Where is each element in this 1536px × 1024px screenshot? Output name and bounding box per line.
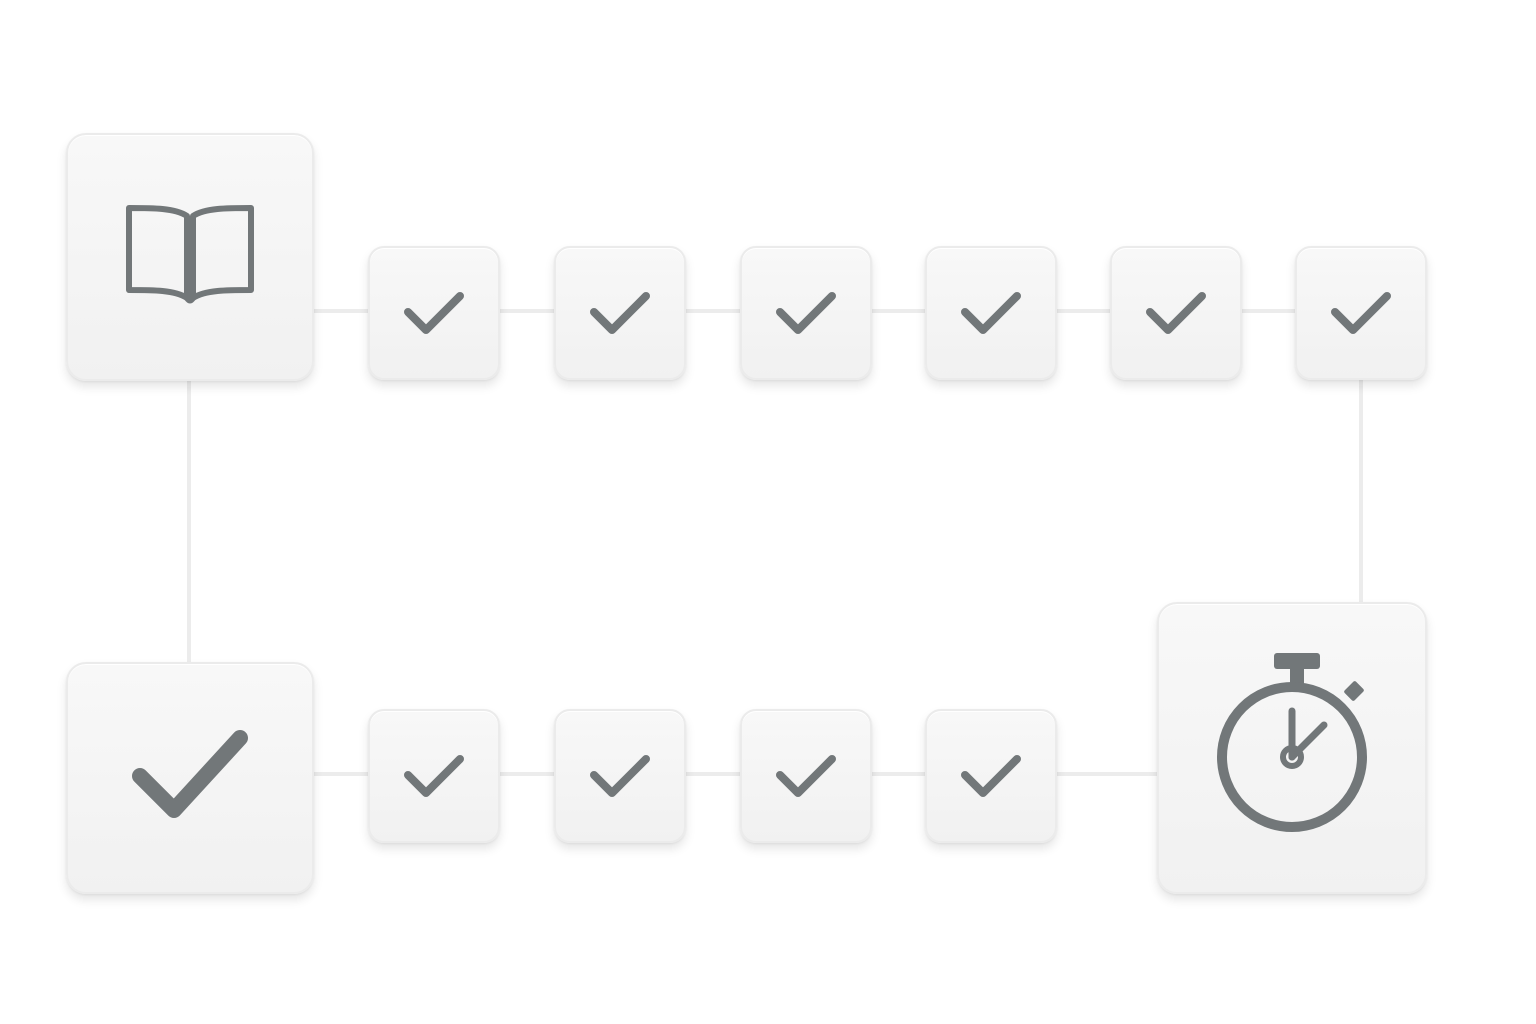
connector-left <box>187 370 191 675</box>
connector-bottom <box>300 772 1170 776</box>
connector-right <box>1359 370 1363 610</box>
end-node <box>66 662 314 894</box>
top-step-6 <box>1295 246 1427 380</box>
top-step-4 <box>925 246 1057 380</box>
bottom-step-1 <box>368 709 500 843</box>
checkmark-icon <box>130 728 250 828</box>
timer-node <box>1157 602 1427 894</box>
check-icon <box>1329 288 1393 338</box>
check-icon <box>402 288 466 338</box>
top-step-5 <box>1110 246 1242 380</box>
open-book-icon <box>125 202 255 312</box>
check-icon <box>588 288 652 338</box>
check-icon <box>402 751 466 801</box>
check-icon <box>588 751 652 801</box>
check-icon <box>959 751 1023 801</box>
top-step-2 <box>554 246 686 380</box>
stopwatch-icon <box>1212 653 1372 843</box>
check-icon <box>1144 288 1208 338</box>
top-step-1 <box>368 246 500 380</box>
bottom-step-2 <box>554 709 686 843</box>
check-icon <box>959 288 1023 338</box>
check-icon <box>774 288 838 338</box>
bottom-step-3 <box>740 709 872 843</box>
check-icon <box>774 751 838 801</box>
top-step-3 <box>740 246 872 380</box>
start-node <box>66 133 314 381</box>
bottom-step-4 <box>925 709 1057 843</box>
